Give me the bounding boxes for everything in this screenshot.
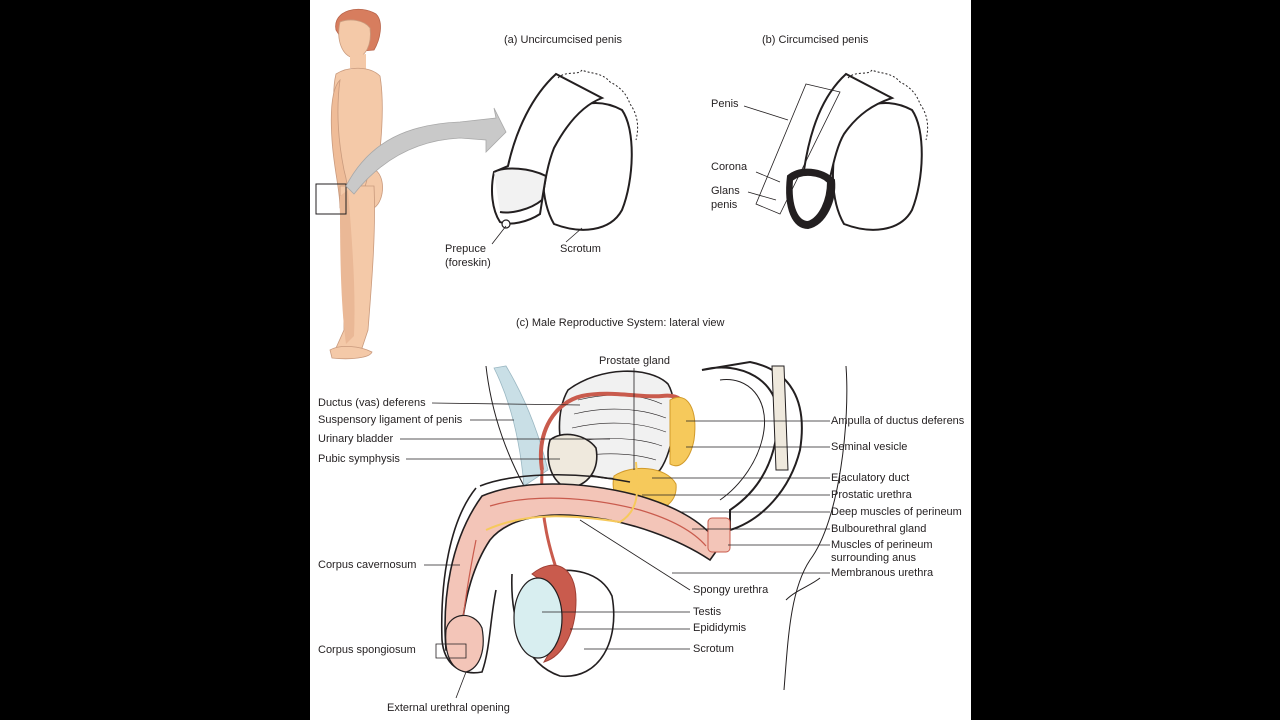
title-c: (c) Male Reproductive System: lateral vi… bbox=[516, 317, 725, 329]
label-bulbourethral-gland: Bulbourethral gland bbox=[831, 523, 927, 535]
label-ductus-deferens: Ductus (vas) deferens bbox=[318, 397, 426, 409]
label-seminal-vesicle: Seminal vesicle bbox=[831, 441, 908, 453]
sagittal-section-illustration bbox=[440, 360, 848, 691]
label-urinary-bladder: Urinary bladder bbox=[318, 433, 394, 445]
highlight-box bbox=[315, 183, 347, 215]
label-glans-penis: penis bbox=[711, 199, 738, 211]
callout-arrow bbox=[345, 107, 507, 195]
label-corona: Corona bbox=[711, 161, 748, 173]
label-prostate-gland: Prostate gland bbox=[599, 355, 670, 367]
label-penis: Penis bbox=[711, 98, 739, 110]
label-surrounding-anus: surrounding anus bbox=[831, 552, 917, 564]
label-membranous-urethra: Membranous urethra bbox=[831, 567, 934, 579]
label-deep-muscles: Deep muscles of perineum bbox=[831, 506, 962, 518]
title-a: (a) Uncircumcised penis bbox=[504, 34, 622, 46]
label-external-urethral-opening: External urethral opening bbox=[387, 702, 510, 714]
penis-illustration-b bbox=[786, 72, 923, 231]
diagram-artwork bbox=[315, 8, 929, 699]
label-prostatic-urethra: Prostatic urethra bbox=[831, 489, 912, 501]
leader-lines bbox=[400, 368, 830, 699]
penis-illustration-a bbox=[491, 72, 633, 231]
label-prepuce: Prepuce bbox=[445, 243, 486, 255]
label-ampulla: Ampulla of ductus deferens bbox=[831, 415, 965, 427]
label-testis: Testis bbox=[693, 606, 722, 618]
label-scrotum-a: Scrotum bbox=[560, 243, 601, 255]
label-scrotum-c: Scrotum bbox=[693, 643, 734, 655]
label-glans: Glans bbox=[711, 185, 740, 197]
label-spongy-urethra: Spongy urethra bbox=[693, 584, 769, 596]
label-epididymis: Epididymis bbox=[693, 622, 747, 634]
label-suspensory-ligament: Suspensory ligament of penis bbox=[318, 414, 463, 426]
title-b: (b) Circumcised penis bbox=[762, 34, 869, 46]
label-corpus-cavernosum: Corpus cavernosum bbox=[318, 559, 417, 571]
diagram-panel: (a) Uncircumcised penis (b) Circumcised … bbox=[310, 0, 971, 720]
label-pubic-symphysis: Pubic symphysis bbox=[318, 453, 400, 465]
label-foreskin: (foreskin) bbox=[445, 257, 491, 269]
label-corpus-spongiosum: Corpus spongiosum bbox=[318, 644, 416, 656]
label-muscles-perineum: Muscles of perineum bbox=[831, 539, 933, 551]
label-ejaculatory-duct: Ejaculatory duct bbox=[831, 472, 910, 484]
